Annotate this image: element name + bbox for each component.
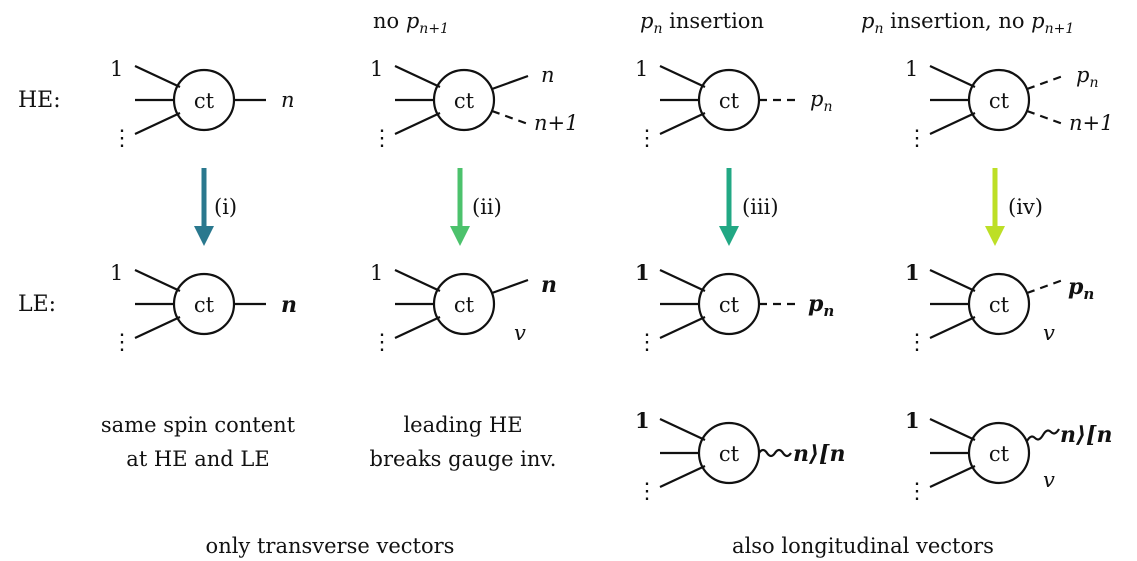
vdots: ⋮ (371, 126, 393, 151)
vertex-bottom-col3: ct 1 ⋮ n⟩[n (635, 408, 845, 504)
arrow-i-label: (i) (214, 195, 237, 219)
row-label-he: HE: (18, 88, 61, 113)
vertex-he-col2: ct 1 ⋮ n n+1 (370, 57, 578, 151)
wavy-leg (758, 448, 792, 458)
vertex-le-col4: ct 1 ⋮ pn v (905, 260, 1094, 355)
vertex-label: ct (194, 89, 215, 113)
vdots: ⋮ (906, 330, 928, 355)
vertex-label: ct (719, 442, 740, 466)
leg-n-bold-label: n (541, 272, 557, 298)
vertex-he-col4: ct 1 ⋮ pn n+1 (905, 57, 1113, 151)
leg-v-label: v (1043, 321, 1055, 345)
arrow-ii-label: (ii) (472, 195, 502, 219)
leg-1-bold-label: 1 (635, 260, 650, 285)
leg-n1-label: n+1 (534, 111, 578, 135)
vertex-label: ct (719, 293, 740, 317)
vdots: ⋮ (636, 330, 658, 355)
vertex-le-col3: ct 1 ⋮ pn (635, 260, 834, 355)
vertex-label: ct (454, 89, 475, 113)
row-label-le: LE: (18, 292, 56, 317)
leg-1-bold-label: 1 (635, 408, 650, 433)
leg-pn-label: pn (1076, 63, 1098, 91)
leg-1-label: 1 (110, 57, 123, 81)
leg-pn-bold-label: pn (808, 291, 834, 320)
leg-n-bold-label: n (281, 292, 297, 318)
leg-pn-label: pn (810, 87, 832, 115)
vertex-circle (432, 68, 496, 132)
leg-n-label: n (541, 63, 555, 87)
vertex-label: ct (989, 293, 1010, 317)
vertex-le-col2: ct 1 ⋮ n v (370, 261, 557, 355)
leg-pn-bold-label: pn (1068, 274, 1094, 303)
leg-bra-label: n⟩[n (793, 441, 845, 467)
header-col4: pn insertion, no pn+1 (861, 9, 1074, 37)
vertex-label: ct (194, 293, 215, 317)
leg-1-bold-label: 1 (905, 408, 920, 433)
caption-col1-line2: at HE and LE (126, 447, 269, 471)
arrow-iv: (iv) (985, 168, 1043, 246)
arrow-iii: (iii) (719, 168, 779, 246)
caption-bottom-right: also longitudinal vectors (732, 534, 994, 558)
leg-1-label: 1 (635, 57, 648, 81)
arrow-ii: (ii) (450, 168, 502, 246)
vertex-circle (432, 272, 496, 336)
caption-col2-line1: leading HE (403, 413, 522, 437)
vdots: ⋮ (636, 479, 658, 504)
vertex-bottom-col4: ct 1 ⋮ n⟩[n v (905, 408, 1112, 504)
vertex-le-col1: ct 1 ⋮ n (110, 261, 297, 355)
arrow-i: (i) (194, 168, 237, 246)
wavy-leg (1026, 428, 1060, 442)
leg-1-label: 1 (370, 57, 383, 81)
vertex-circle (967, 68, 1031, 132)
vertex-label: ct (989, 89, 1010, 113)
header-col2: no pn+1 (373, 9, 449, 37)
leg-v-label: v (514, 321, 526, 345)
leg-1-label: 1 (905, 57, 918, 81)
vertex-label: ct (719, 89, 740, 113)
arrow-iii-label: (iii) (742, 195, 779, 219)
leg-bra-label: n⟩[n (1060, 422, 1112, 448)
vdots: ⋮ (371, 330, 393, 355)
vertex-label: ct (989, 442, 1010, 466)
vdots: ⋮ (906, 126, 928, 151)
vertex-label: ct (454, 293, 475, 317)
vertex-he-col1: ct 1 ⋮ n (110, 57, 295, 151)
vdots: ⋮ (906, 479, 928, 504)
vdots: ⋮ (111, 126, 133, 151)
leg-1-label: 1 (110, 261, 123, 285)
leg-1-bold-label: 1 (905, 260, 920, 285)
header-col3: pn insertion (640, 9, 764, 37)
caption-col2-line2: breaks gauge inv. (370, 447, 557, 471)
caption-col1-line1: same spin content (101, 413, 296, 437)
vertex-circle (967, 421, 1031, 485)
caption-bottom-left: only transverse vectors (206, 534, 455, 558)
vdots: ⋮ (111, 330, 133, 355)
leg-1-label: 1 (370, 261, 383, 285)
vdots: ⋮ (636, 126, 658, 151)
arrow-iv-label: (iv) (1008, 195, 1043, 219)
vertex-he-col3: ct 1 ⋮ pn (635, 57, 832, 151)
leg-n-label: n (281, 88, 295, 112)
leg-n1-label: n+1 (1069, 111, 1113, 135)
vertex-circle (967, 272, 1031, 336)
leg-v-label: v (1043, 468, 1055, 492)
